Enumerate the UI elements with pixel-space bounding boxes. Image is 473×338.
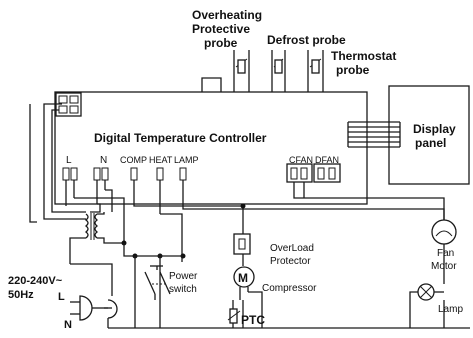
power-plug — [70, 263, 118, 328]
wiring — [29, 103, 470, 329]
overload-protector — [233, 233, 251, 266]
terminal-label-heat: HEAT — [149, 155, 173, 165]
overheating-probe-label-line2: Protective — [192, 22, 250, 36]
ptc-label: PTC — [241, 313, 265, 327]
display-ribbon-cable — [347, 121, 401, 148]
overheating-probe-label-line1: Overheating — [192, 8, 262, 22]
controller-connector — [55, 92, 82, 117]
supply-voltage-label: 220-240V~ — [8, 275, 63, 287]
lamp-symbol — [409, 283, 444, 328]
overload-label-line1: OverLoad — [270, 243, 314, 254]
fan-motor — [431, 219, 457, 245]
display-label-line2: panel — [415, 136, 446, 150]
overheating-probe-label-line3: probe — [204, 36, 238, 50]
probe-labels: Overheating Protective probe Defrost pro… — [192, 8, 396, 77]
fan-label-line1: Fan — [437, 248, 454, 259]
display-panel-box — [388, 85, 470, 185]
thermostat-probe-label-line1: Thermostat — [331, 49, 396, 63]
plug-n-label: N — [64, 319, 72, 331]
fan-label-line2: Motor — [431, 261, 457, 272]
thermostat-probe-label-line2: probe — [336, 63, 370, 77]
terminal-label-n: N — [100, 155, 107, 166]
controller-box — [54, 91, 368, 205]
supply-frequency-label: 50Hz — [8, 289, 34, 301]
controller-terminal-labels: L N COMP HEAT LAMP CFAN DFAN — [66, 155, 339, 166]
controller-label: Digital Temperature Controller — [94, 131, 267, 145]
terminal-label-lamp: LAMP — [174, 155, 199, 165]
plug-l-label: L — [58, 291, 65, 303]
lamp-label: Lamp — [438, 304, 463, 315]
power-switch-label-line1: Power — [169, 271, 198, 282]
overload-label-line2: Protector — [270, 256, 311, 267]
defrost-probe-label: Defrost probe — [267, 33, 346, 47]
display-label-line1: Display — [413, 122, 456, 136]
power-switch-label-line2: switch — [169, 284, 197, 295]
terminal-label-l: L — [66, 155, 72, 166]
ptc — [227, 300, 241, 328]
compressor-label: Compressor — [262, 283, 317, 294]
controller-terminals — [62, 163, 341, 183]
motor-symbol: M — [238, 271, 248, 285]
compressor-motor: M — [233, 266, 263, 300]
power-switch — [144, 265, 171, 300]
terminal-label-cfan: CFAN — [289, 155, 313, 165]
terminal-label-comp: COMP — [120, 155, 147, 165]
terminal-label-dfan: DFAN — [315, 155, 339, 165]
